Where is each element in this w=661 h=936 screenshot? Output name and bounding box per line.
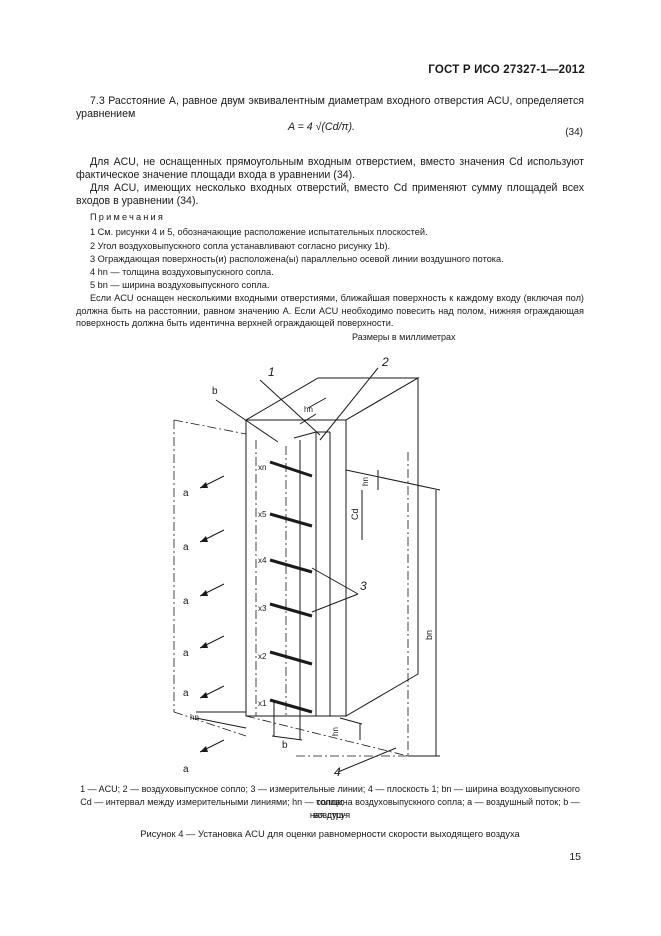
note-1: 1 См. рисунки 4 и 5, обозначающие распол…: [90, 227, 428, 237]
label-b-top: b: [212, 386, 218, 397]
label-a-2: a: [183, 542, 189, 553]
note-4: 4 hn — толщина воздуховыпускного сопла.: [90, 267, 274, 277]
paragraph-cd-note: Для ACU, не оснащенных прямоугольным вхо…: [76, 156, 584, 181]
label-a-3: a: [183, 596, 189, 607]
note-2: 2 Угол воздуховыпускного сопла устанавли…: [90, 241, 391, 251]
note-3: 3 Ограждающая поверхность(и) расположена…: [90, 254, 504, 264]
caption-line-3: ная струя: [309, 810, 351, 820]
label-x4: x4: [258, 556, 267, 565]
paragraph-multiple-inlets: Для ACU, имеющих несколько входных отвер…: [76, 182, 584, 207]
leader-2: [319, 367, 379, 441]
label-hn-top: hn: [304, 405, 313, 414]
formula-34: A = 4 √(Cd/π).: [288, 121, 355, 133]
figure-title: Рисунок 4 — Установка ACU для оценки рав…: [140, 828, 520, 839]
leader-1: [259, 379, 321, 436]
label-x5: x5: [258, 510, 267, 519]
airflow-arrows: [199, 475, 225, 753]
label-hn-bottom: hn: [331, 727, 340, 736]
notes-tail: Если ACU оснащен несколькими входными от…: [76, 293, 584, 329]
sizes-note: Размеры в миллиметрах: [352, 332, 456, 342]
page-number: 15: [569, 851, 581, 863]
caption-line-2: Cd — интервал между измерительными линия…: [80, 797, 580, 820]
label-cd: Cd: [350, 508, 360, 520]
label-hn-right: hn: [361, 477, 370, 486]
caption-line-1: 1 — ACU; 2 — воздуховыпускное сопло; 3 —…: [80, 784, 580, 807]
acu-side-face: [345, 377, 419, 717]
label-bn: bn: [424, 630, 434, 640]
label-a-1: a: [183, 488, 189, 499]
label-x3: x3: [258, 604, 267, 613]
leader-4: [337, 747, 397, 773]
label-x1: x1: [258, 699, 267, 708]
label-4: 4: [334, 765, 341, 779]
label-a-4: a: [183, 648, 189, 659]
equation-number: (34): [565, 127, 583, 138]
leader-b: [215, 399, 279, 443]
note-5: 5 bn — ширина воздуховыпускного сопла.: [90, 280, 270, 290]
label-x2: x2: [258, 652, 267, 661]
paragraph-7-3: 7.3 Расстояние A, равное двум эквивалент…: [76, 95, 584, 120]
measurement-lines: [269, 460, 313, 714]
label-xn: xn: [258, 463, 266, 472]
label-1: 1: [268, 365, 275, 379]
label-hn-left: hn: [190, 713, 199, 722]
label-b-bottom: b: [282, 740, 288, 751]
label-a-6: a: [183, 764, 189, 775]
label-a-5: a: [183, 688, 189, 699]
label-3: 3: [360, 579, 367, 593]
notes-title: Примечания: [90, 212, 166, 222]
leader-3: [311, 593, 359, 613]
document-header: ГОСТ Р ИСО 27327-1—2012: [428, 64, 585, 76]
label-2: 2: [381, 355, 389, 369]
